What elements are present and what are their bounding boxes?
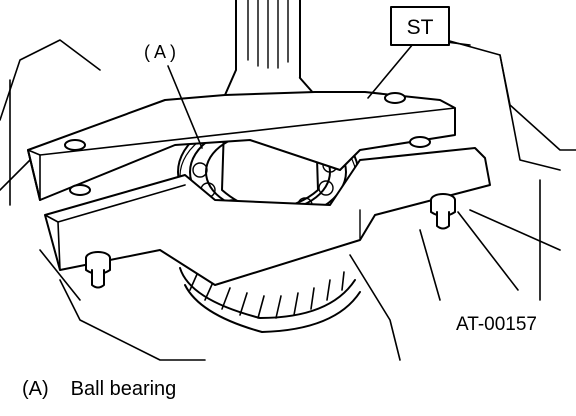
leader-line-st — [367, 43, 414, 99]
st-callout-box — [390, 6, 450, 46]
bolt-top-left — [64, 139, 91, 196]
puller-bar-lower — [44, 147, 491, 286]
st-callout-label: ST — [407, 16, 434, 39]
leader-line-bolt — [457, 211, 519, 291]
puller-bar-upper — [27, 91, 456, 201]
a-callout-label: ( A ) — [144, 42, 176, 62]
legend: (A) Ball bearing — [22, 378, 176, 401]
bolt-top-right — [384, 92, 431, 148]
bolt-left — [85, 251, 111, 289]
legend-text: Ball bearing — [70, 378, 177, 400]
legend-key: (A) — [22, 378, 49, 400]
bolt-right — [430, 193, 456, 230]
helical-gear — [179, 267, 361, 333]
leader-line-a — [167, 65, 203, 149]
figure-code: AT-00157 — [456, 314, 537, 335]
